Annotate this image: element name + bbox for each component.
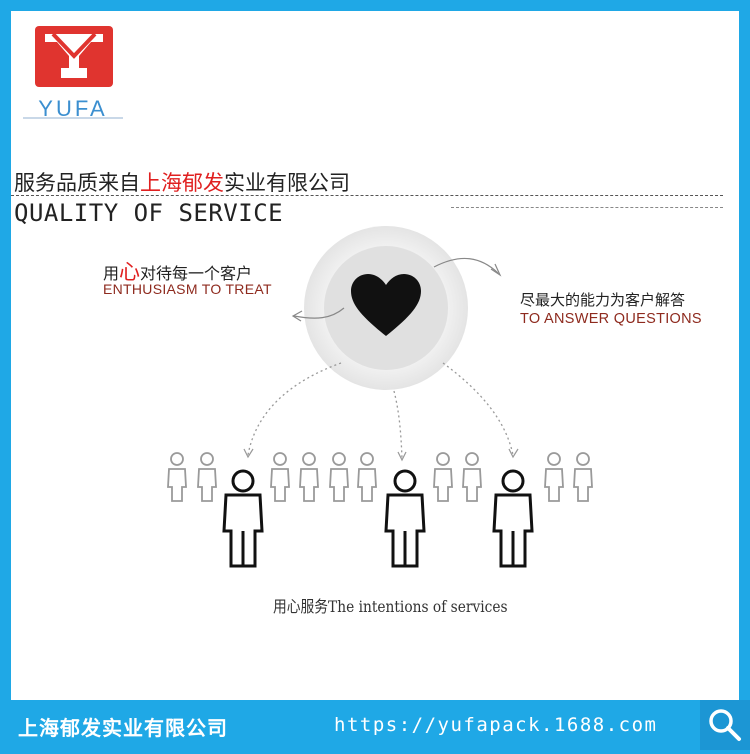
right-slogan-en: TO ANSWER QUESTIONS bbox=[520, 311, 702, 327]
content-canvas: YUFA 服务品质来自上海郁发实业有限公司 QUALITY OF SERVICE bbox=[11, 11, 739, 700]
large-person-icon bbox=[222, 469, 534, 568]
right-slogan-cn: 尽最大的能力为客户解答 bbox=[520, 291, 686, 309]
title-suffix: 实业有限公司 bbox=[224, 171, 350, 195]
logo-emblem bbox=[35, 26, 113, 87]
logo-y-icon bbox=[45, 32, 103, 78]
arrow-right-top bbox=[433, 257, 499, 274]
title-highlight: 上海郁发 bbox=[140, 171, 224, 195]
left-slogan-en: ENTHUSIASM TO TREAT bbox=[103, 281, 272, 297]
service-caption: 用心服务The intentions of services bbox=[273, 597, 508, 616]
search-button[interactable] bbox=[700, 700, 750, 750]
page-title: 服务品质来自上海郁发实业有限公司 bbox=[14, 167, 350, 197]
title-divider bbox=[11, 195, 723, 196]
arrow-left-bottom bbox=[293, 307, 345, 319]
dotted-arrow-middle bbox=[393, 390, 403, 460]
service-graphic bbox=[167, 226, 593, 568]
title-divider-secondary bbox=[451, 207, 723, 208]
dotted-arrow-right bbox=[442, 362, 514, 456]
footer-company-name: 上海郁发实业有限公司 bbox=[18, 716, 228, 740]
english-subtitle: QUALITY OF SERVICE bbox=[14, 199, 284, 227]
small-person-icon bbox=[167, 452, 593, 502]
left-slogan-cn: 用心对待每一个客户 bbox=[103, 256, 252, 286]
left-slogan-heart-char: 心 bbox=[119, 260, 141, 284]
footer-url-link[interactable]: https://yufapack.1688.com bbox=[334, 714, 658, 736]
yufa-logo: YUFA bbox=[23, 19, 123, 121]
left-slogan-suffix: 对待每一个客户 bbox=[140, 264, 253, 283]
title-prefix: 服务品质来自 bbox=[14, 171, 140, 195]
heart-icon bbox=[351, 274, 421, 336]
left-slogan-prefix: 用 bbox=[103, 264, 120, 283]
search-icon bbox=[709, 709, 741, 741]
logo-underline bbox=[23, 117, 123, 119]
dotted-arrow-left bbox=[247, 362, 342, 456]
logo-brand-text: YUFA bbox=[38, 96, 108, 121]
